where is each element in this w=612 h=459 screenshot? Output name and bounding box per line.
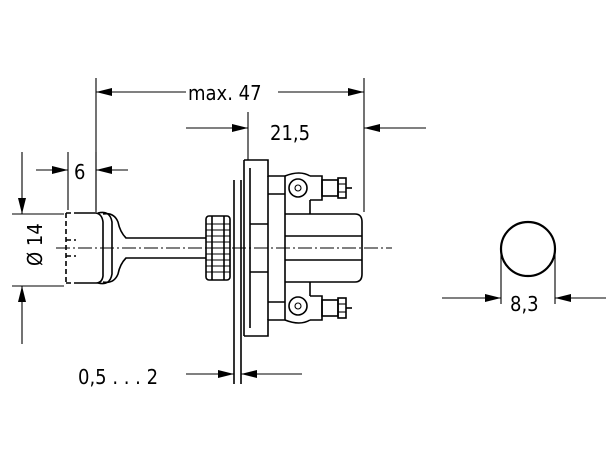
dim-body-length: 21,5 <box>270 121 310 145</box>
knurled-nut <box>205 215 231 281</box>
dimension-body-length: 21,5 <box>186 112 426 160</box>
terminal-bottom <box>288 282 352 321</box>
dimension-knob-length: 6 <box>36 152 128 210</box>
dim-end-view-diameter: 8,3 <box>510 292 539 316</box>
end-view-circle <box>499 220 557 278</box>
dimension-panel-thickness: 0,5 . . . 2 <box>78 365 302 389</box>
terminal-top <box>288 175 352 214</box>
dim-panel-thickness: 0,5 . . . 2 <box>78 365 158 389</box>
switch-side-view <box>56 159 392 384</box>
dimension-knob-diameter: Ø 14 <box>12 152 64 344</box>
end-view: 8,3 <box>442 220 606 316</box>
dim-knob-diameter: Ø 14 <box>23 223 47 266</box>
dim-overall-length: max. 47 <box>188 81 262 105</box>
dim-knob-length: 6 <box>74 160 85 184</box>
mounting-panel <box>233 180 242 384</box>
dimension-overall-length: max. 47 <box>95 78 365 212</box>
